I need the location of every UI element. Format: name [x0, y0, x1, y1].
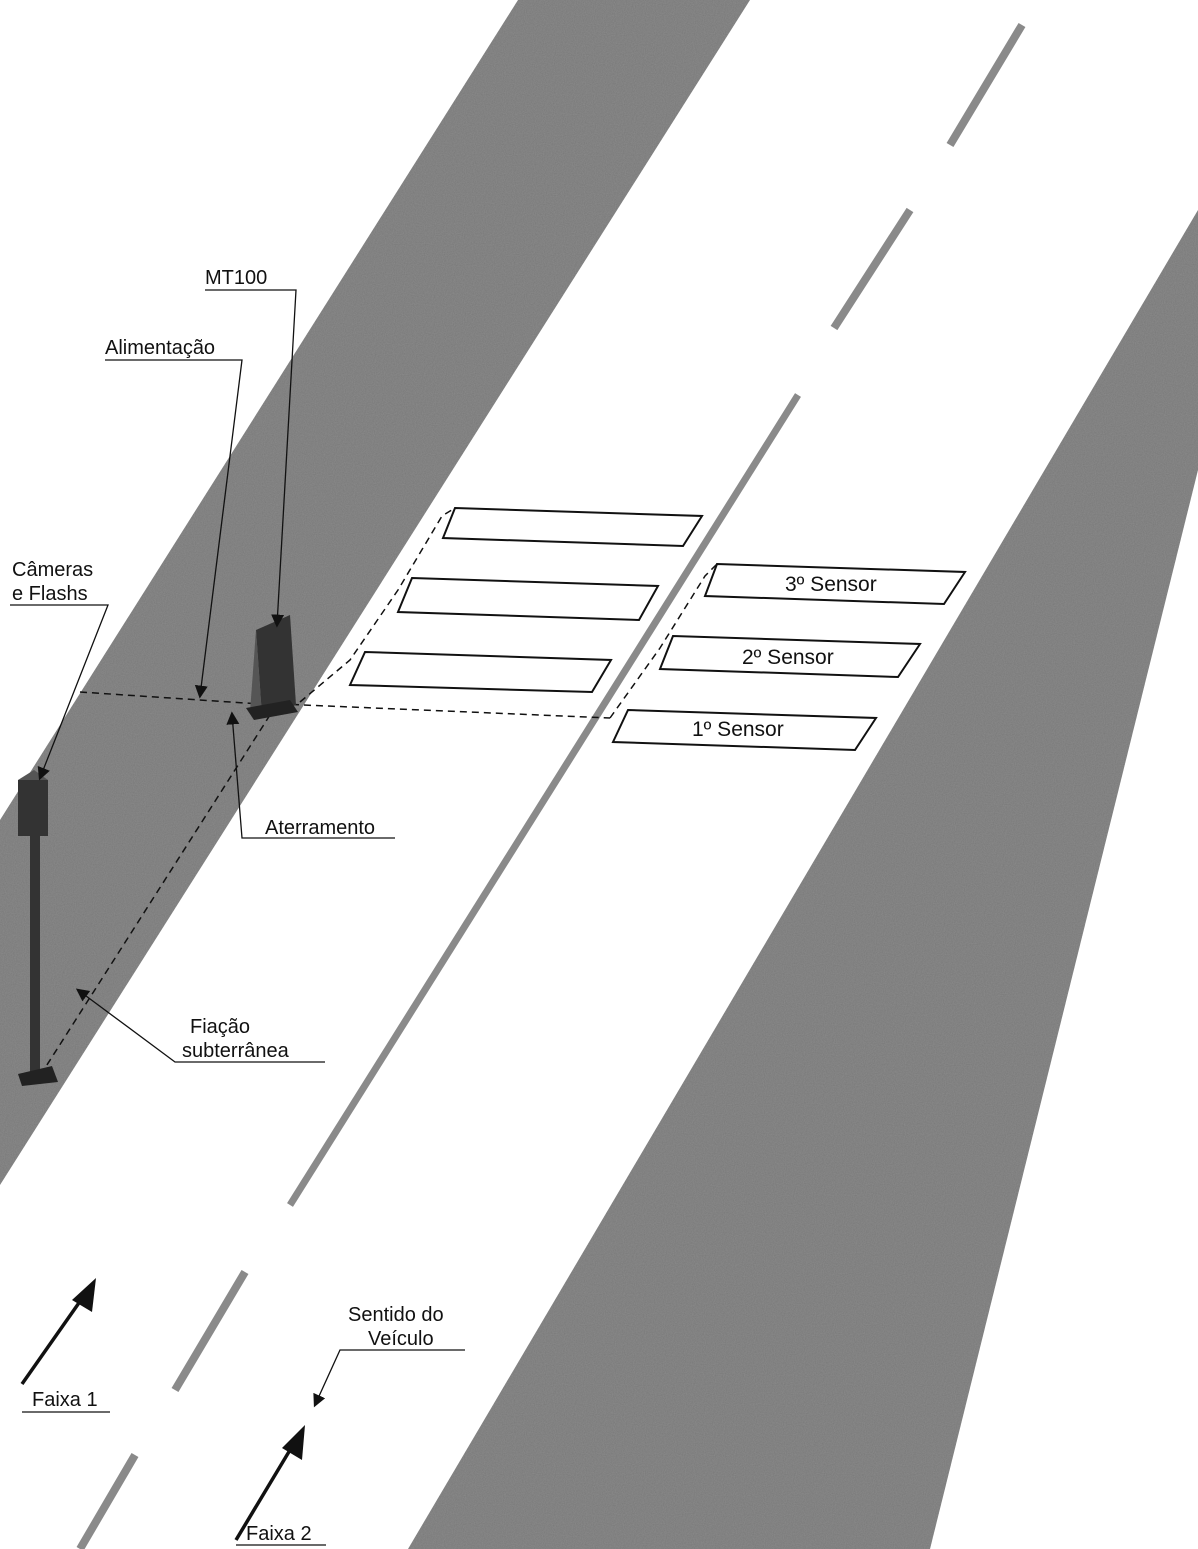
right-median — [408, 210, 1198, 1549]
direction-arrows — [20, 1278, 305, 1541]
label-faixa2: Faixa 2 — [246, 1523, 312, 1545]
faixa1-arrowhead — [72, 1278, 96, 1312]
sensor-2-box — [658, 634, 922, 679]
sensor-lane1-1 — [348, 650, 613, 694]
callout-mt100 — [205, 289, 297, 628]
label-fiacao-2: subterrânea — [182, 1040, 290, 1062]
callout-alimentacao — [105, 359, 243, 699]
faixa1-arrow — [20, 1288, 90, 1386]
sensor-2-label: 2º Sensor — [742, 646, 834, 669]
callout-cameras — [10, 604, 109, 781]
faixa2-arrow — [234, 1439, 298, 1541]
sensor-lane1-3 — [441, 506, 704, 548]
camera-pole — [18, 770, 58, 1086]
mt100-base — [246, 700, 298, 720]
sensor-3-box — [703, 562, 967, 606]
sensors-lane-1 — [348, 506, 704, 694]
camera-housing — [18, 780, 48, 836]
callouts — [10, 289, 465, 1408]
label-cameras-1: Câmeras — [12, 559, 93, 581]
lane-divider-solid — [287, 393, 801, 1207]
label-mt100: MT100 — [205, 267, 267, 289]
sensor-wiring — [44, 507, 718, 1069]
pole — [30, 836, 40, 1074]
label-alimentacao: Alimentação — [105, 337, 215, 359]
sensor-1-label: 1º Sensor — [692, 718, 784, 741]
lane-dash — [76, 1452, 139, 1549]
lane-dash — [946, 22, 1026, 148]
wiring-cross — [279, 703, 611, 719]
sensor-1-box — [611, 708, 878, 752]
mt100-cabinet — [246, 615, 298, 720]
wiring-main — [79, 691, 261, 705]
wiring-underground — [44, 714, 271, 1069]
lane-dash — [171, 1269, 249, 1393]
sensor-lane1-2 — [396, 576, 660, 622]
lane-markings — [76, 22, 1026, 1549]
faixa2-arrowhead — [282, 1425, 305, 1460]
pole-base — [18, 1066, 58, 1086]
sensors-lane-2 — [611, 562, 967, 752]
left-shoulder — [0, 0, 750, 1185]
wiring-lane1 — [299, 507, 456, 703]
label-faixa1: Faixa 1 — [32, 1389, 98, 1411]
label-cameras-2: e Flashs — [12, 583, 88, 605]
label-aterramento: Aterramento — [265, 817, 375, 839]
sensor-3-label: 3º Sensor — [785, 573, 877, 596]
callout-fiacao — [75, 988, 325, 1063]
label-sentido-1: Sentido do — [348, 1304, 444, 1326]
callout-sentido — [313, 1349, 465, 1408]
label-fiacao-1: Fiação — [190, 1016, 250, 1038]
label-sentido-2: Veículo — [368, 1328, 434, 1350]
lane-dash — [830, 207, 914, 331]
faixa-underlines — [22, 1411, 326, 1546]
callout-aterramento — [226, 711, 395, 839]
